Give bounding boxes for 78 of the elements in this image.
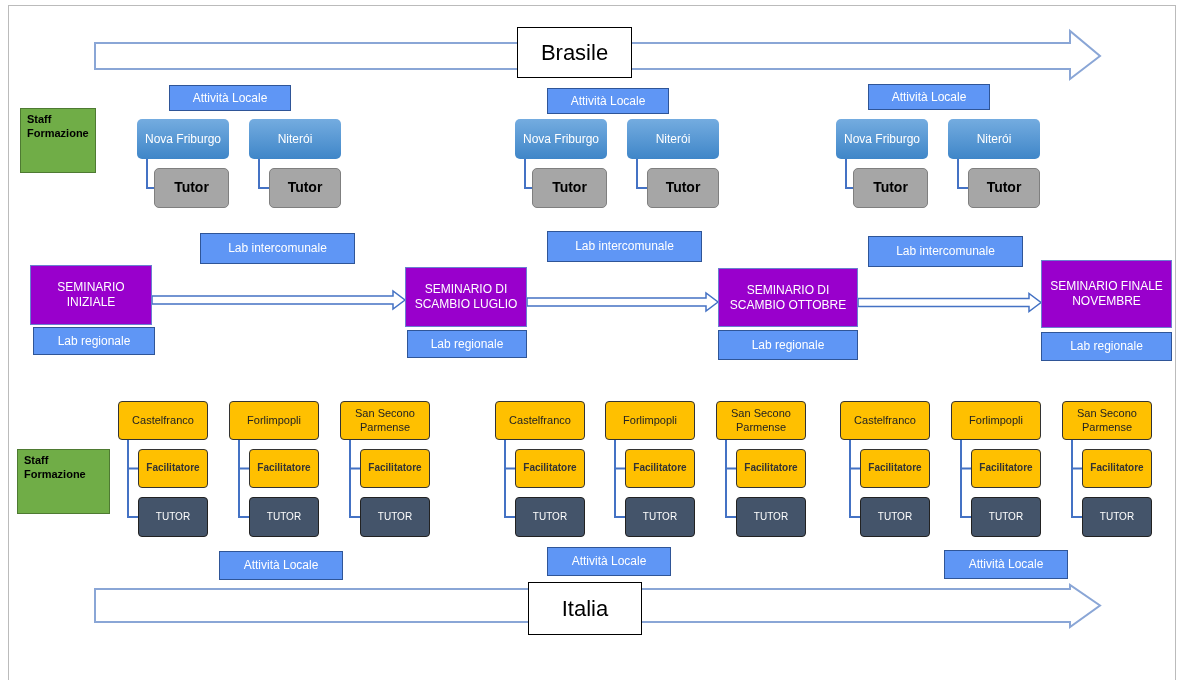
connector-line [960,439,972,518]
facilitator-box: Facilitatore [138,449,208,488]
activity-box: Lab regionale [407,330,527,358]
city-box: Nova Friburgo [515,119,607,159]
tutor-box: Tutor [532,168,607,208]
tutor-box: Tutor [853,168,928,208]
tutor-box: TUTOR [860,497,930,537]
seminar-box: SEMINARIO INIZIALE [30,265,152,325]
tutor-box: TUTOR [1082,497,1152,537]
connector-line [349,439,361,518]
arrow [526,291,720,313]
connector-line [636,158,648,189]
facilitator-box: Facilitatore [625,449,695,488]
city-box: Nova Friburgo [836,119,928,159]
tutor-box: TUTOR [625,497,695,537]
tutor-box: TUTOR [249,497,319,537]
connector-line [614,439,626,518]
tutor-box: Tutor [269,168,341,208]
activity-box: Attività Locale [944,550,1068,579]
activity-box: Attività Locale [868,84,990,110]
connector-line [504,439,516,518]
town-box: San Secono Parmense [716,401,806,440]
activity-box: Attività Locale [169,85,291,111]
connector-line [957,158,969,189]
connector-line [725,439,737,518]
tutor-box: TUTOR [515,497,585,537]
activity-box: Lab intercomunale [200,233,355,264]
connector-line [849,439,861,518]
facilitator-box: Facilitatore [736,449,806,488]
connector-line [258,158,270,189]
arrow [857,292,1043,313]
seminar-box: SEMINARIO FINALE NOVEMBRE [1041,260,1172,328]
activity-box: Attività Locale [547,547,671,576]
activity-box: Lab regionale [33,327,155,355]
activity-box: Attività Locale [547,88,669,114]
facilitator-box: Facilitatore [360,449,430,488]
city-box: Niterói [948,119,1040,159]
facilitator-box: Facilitatore [860,449,930,488]
connector-line [524,158,533,189]
tutor-box: TUTOR [736,497,806,537]
tutor-box: Tutor [154,168,229,208]
activity-box: Lab intercomunale [547,231,702,262]
town-box: Castelfranco [840,401,930,440]
tutor-box: TUTOR [138,497,208,537]
activity-box: Lab regionale [1041,332,1172,361]
tutor-box: Tutor [647,168,719,208]
connector-line [146,158,155,189]
tutor-box: Tutor [968,168,1040,208]
title-box: Italia [528,582,642,635]
facilitator-box: Facilitatore [1082,449,1152,488]
town-box: Forlimpopli [951,401,1041,440]
connector-line [127,439,139,518]
connector-line [238,439,250,518]
connector-line [1071,439,1083,518]
town-box: Castelfranco [118,401,208,440]
connector-line [845,158,854,189]
staff-box: Staff Formazione [20,108,96,173]
facilitator-box: Facilitatore [249,449,319,488]
tutor-box: TUTOR [971,497,1041,537]
activity-box: Lab intercomunale [868,236,1023,267]
activity-box: Attività Locale [219,551,343,580]
town-box: Forlimpopli [605,401,695,440]
staff-box: Staff Formazione [17,449,110,514]
seminar-box: SEMINARIO DI SCAMBIO LUGLIO [405,267,527,327]
tutor-box: TUTOR [360,497,430,537]
activity-box: Lab regionale [718,330,858,360]
arrow [151,289,407,311]
town-box: Forlimpopli [229,401,319,440]
city-box: Niterói [627,119,719,159]
city-box: Niterói [249,119,341,159]
town-box: San Secono Parmense [1062,401,1152,440]
facilitator-box: Facilitatore [971,449,1041,488]
title-box: Brasile [517,27,632,78]
city-box: Nova Friburgo [137,119,229,159]
town-box: Castelfranco [495,401,585,440]
town-box: San Secono Parmense [340,401,430,440]
seminar-box: SEMINARIO DI SCAMBIO OTTOBRE [718,268,858,327]
facilitator-box: Facilitatore [515,449,585,488]
